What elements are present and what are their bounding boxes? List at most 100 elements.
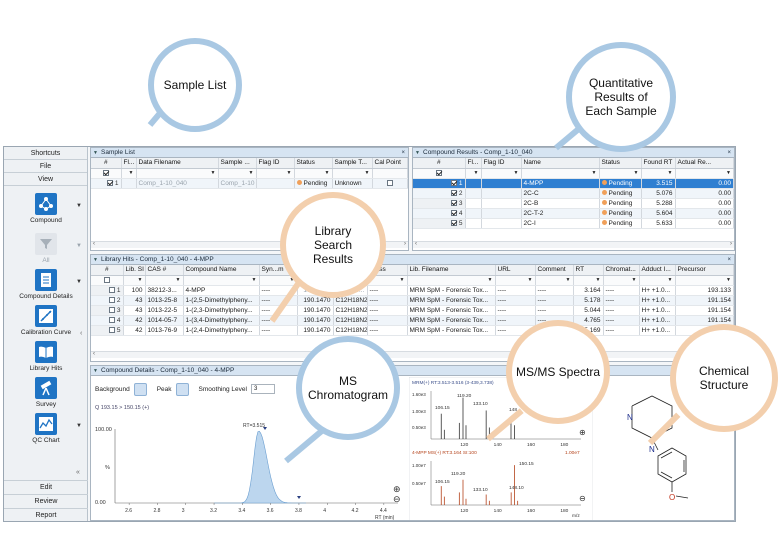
column-header[interactable]: Lib. SI xyxy=(123,265,146,276)
cell-chrom[interactable]: ---- xyxy=(603,325,640,336)
cell-prec[interactable]: 193.133 xyxy=(675,285,734,296)
caret-down-icon[interactable]: ▼ xyxy=(76,203,82,209)
column-header[interactable]: URL xyxy=(495,265,536,276)
cell-prec[interactable]: 191.154 xyxy=(675,315,734,326)
column-header[interactable]: Status xyxy=(294,158,333,169)
cell-type[interactable]: Unknown xyxy=(332,178,373,189)
caret-down-icon[interactable]: ▼ xyxy=(76,423,82,429)
horizontal-scrollbar[interactable]: ‹› xyxy=(413,241,734,248)
pin-icon[interactable]: ▼ xyxy=(93,257,98,263)
cell-actual[interactable]: 0.00 xyxy=(675,178,734,189)
column-header[interactable]: Actual Re... xyxy=(675,158,734,169)
cell-cls[interactable]: ---- xyxy=(367,305,408,316)
cell-actual[interactable]: 0.00 xyxy=(675,218,734,229)
zoom-out-icon[interactable]: ⊖ xyxy=(393,495,401,505)
row-checkbox[interactable] xyxy=(451,189,458,196)
collapse-icon[interactable]: « xyxy=(76,469,80,476)
column-header[interactable]: Cal Point xyxy=(372,158,408,169)
filter-dropdown-icon[interactable]: ▼ xyxy=(324,170,330,176)
select-all-checkbox[interactable] xyxy=(102,169,109,176)
cell-name[interactable]: 1-(3,4-Dimethylpheny... xyxy=(183,315,260,326)
chromatogram-plot[interactable]: Q 193.15 > 150.15 (+) 100.00 % 0.00 RT=3… xyxy=(93,401,407,521)
msms-spectra-plot[interactable]: MRM(+) RT:3.513-3.516 (3-439,3.738) 1.60… xyxy=(409,377,593,521)
cell-si[interactable]: 43 xyxy=(123,295,146,306)
column-header[interactable]: # xyxy=(413,158,466,169)
column-header[interactable]: CAS # xyxy=(145,265,184,276)
cell-si[interactable]: 43 xyxy=(123,305,146,316)
cell-url[interactable]: ---- xyxy=(495,285,536,296)
cell-formula[interactable]: C12H18N2 xyxy=(333,325,368,336)
filter-dropdown-icon[interactable]: ▼ xyxy=(248,170,254,176)
cell-chrom[interactable]: ---- xyxy=(603,305,640,316)
filter-dropdown-icon[interactable]: ▼ xyxy=(364,170,370,176)
cell-found-rt[interactable]: 5.604 xyxy=(641,208,676,219)
shortcuts-button[interactable]: Shortcuts xyxy=(4,147,87,160)
sidebar-item-compound-details[interactable]: Compound Details ▼ xyxy=(4,269,88,300)
cell-name[interactable]: 2C-C xyxy=(521,188,600,199)
cell-name[interactable]: 1-(2,5-Dimethylpheny... xyxy=(183,295,260,306)
zoom-out-icon[interactable]: ⊖ xyxy=(579,494,586,503)
column-header[interactable]: Precursor xyxy=(675,265,734,276)
cell-theory[interactable]: 190.1470 xyxy=(297,325,334,336)
sidebar-item-survey[interactable]: Survey xyxy=(4,377,88,408)
cell-url[interactable]: ---- xyxy=(495,295,536,306)
sidebar-item-library-hits[interactable]: Library Hits xyxy=(4,341,88,372)
column-header[interactable]: Adduct I... xyxy=(639,265,676,276)
cell-si[interactable]: 42 xyxy=(123,325,146,336)
zoom-in-icon[interactable]: ⊕ xyxy=(579,428,586,437)
column-header[interactable]: RT xyxy=(573,265,604,276)
smoothing-level-input[interactable]: 3 xyxy=(250,384,275,394)
cell-name[interactable]: 4-MPP xyxy=(521,178,600,189)
cell-rt[interactable]: 5.178 xyxy=(573,295,604,306)
row-checkbox[interactable] xyxy=(107,179,114,186)
column-header[interactable]: Fl... xyxy=(465,158,482,169)
cell-theory[interactable]: 190.1470 xyxy=(297,305,334,316)
filter-dropdown-icon[interactable]: ▼ xyxy=(286,170,292,176)
view-button[interactable]: View xyxy=(4,173,87,186)
close-icon[interactable]: × xyxy=(727,257,731,263)
table-row[interactable]: 1 Comp_1-10_040 Comp_1-10 Pending Unknow… xyxy=(91,178,408,189)
cell-syn[interactable]: ---- xyxy=(259,325,298,336)
file-button[interactable]: File xyxy=(4,160,87,173)
scroll-right-icon[interactable]: › xyxy=(404,241,406,247)
filter-dropdown-icon[interactable]: ▼ xyxy=(591,170,597,176)
cell-si[interactable]: 42 xyxy=(123,315,146,326)
cell-file[interactable]: MRM SpM - Forensic Tox... xyxy=(407,295,496,306)
column-header[interactable]: Name xyxy=(521,158,600,169)
filter-dropdown-icon[interactable]: ▼ xyxy=(137,277,143,283)
cell-name[interactable]: 1-(2,4-Dimethylpheny... xyxy=(183,325,260,336)
column-header[interactable]: # xyxy=(91,265,124,276)
column-header[interactable]: Lib. Filename xyxy=(407,265,496,276)
column-header[interactable]: Data Filename xyxy=(136,158,219,169)
cell-actual[interactable]: 0.00 xyxy=(675,208,734,219)
column-header[interactable]: Sample ... xyxy=(218,158,257,169)
select-all-checkbox[interactable] xyxy=(435,169,442,176)
cell-actual[interactable]: 0.00 xyxy=(675,198,734,209)
cell-comment[interactable]: ---- xyxy=(535,295,574,306)
cell-si[interactable]: 100 xyxy=(123,285,146,296)
row-checkbox[interactable] xyxy=(451,199,458,206)
cell-cas[interactable]: 1013-25-8 xyxy=(145,295,184,306)
cell-cls[interactable]: ---- xyxy=(367,315,408,326)
row-checkbox[interactable] xyxy=(109,286,116,293)
column-header[interactable]: Found RT xyxy=(641,158,676,169)
cell-rt[interactable]: 5.044 xyxy=(573,305,604,316)
row-checkbox[interactable] xyxy=(109,316,116,323)
sidebar-item-qc-chart[interactable]: QC Chart ▼ xyxy=(4,413,88,444)
cell-chrom[interactable]: ---- xyxy=(603,285,640,296)
row-checkbox[interactable] xyxy=(109,326,116,333)
cell-actual[interactable]: 0.00 xyxy=(675,188,734,199)
column-header[interactable]: Sample T... xyxy=(332,158,373,169)
filter-dropdown-icon[interactable]: ▼ xyxy=(487,277,493,283)
cell-name[interactable]: 4-MPP xyxy=(183,285,260,296)
filter-dropdown-icon[interactable]: ▼ xyxy=(128,170,134,176)
cell-url[interactable]: ---- xyxy=(495,305,536,316)
pin-icon[interactable]: ▼ xyxy=(93,368,98,374)
cell-syn[interactable]: ---- xyxy=(259,295,298,306)
cell-sample[interactable]: Comp_1-10 xyxy=(218,178,257,189)
